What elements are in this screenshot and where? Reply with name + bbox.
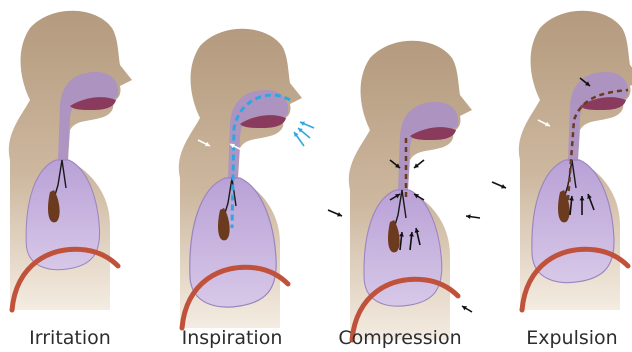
panel-inspiration <box>179 29 314 328</box>
panel-compression <box>328 41 480 340</box>
panel-label-irritation: Irritation <box>29 327 111 349</box>
pressure-arrow-icon <box>492 182 506 188</box>
pressure-arrow-icon <box>414 160 424 168</box>
panel-expulsion <box>492 11 632 310</box>
pressure-arrow-icon <box>462 306 472 312</box>
inhale-arrow-icon <box>300 122 314 128</box>
inhale-arrow-icon <box>298 128 310 138</box>
panel-label-inspiration: Inspiration <box>182 327 283 349</box>
panel-irritation <box>9 11 132 310</box>
inhale-arrow-icon <box>294 132 304 146</box>
panel-label-compression: Compression <box>338 327 461 349</box>
panel-label-expulsion: Expulsion <box>526 327 617 349</box>
pressure-arrow-icon <box>466 214 480 219</box>
pressure-arrow-icon <box>328 210 342 216</box>
